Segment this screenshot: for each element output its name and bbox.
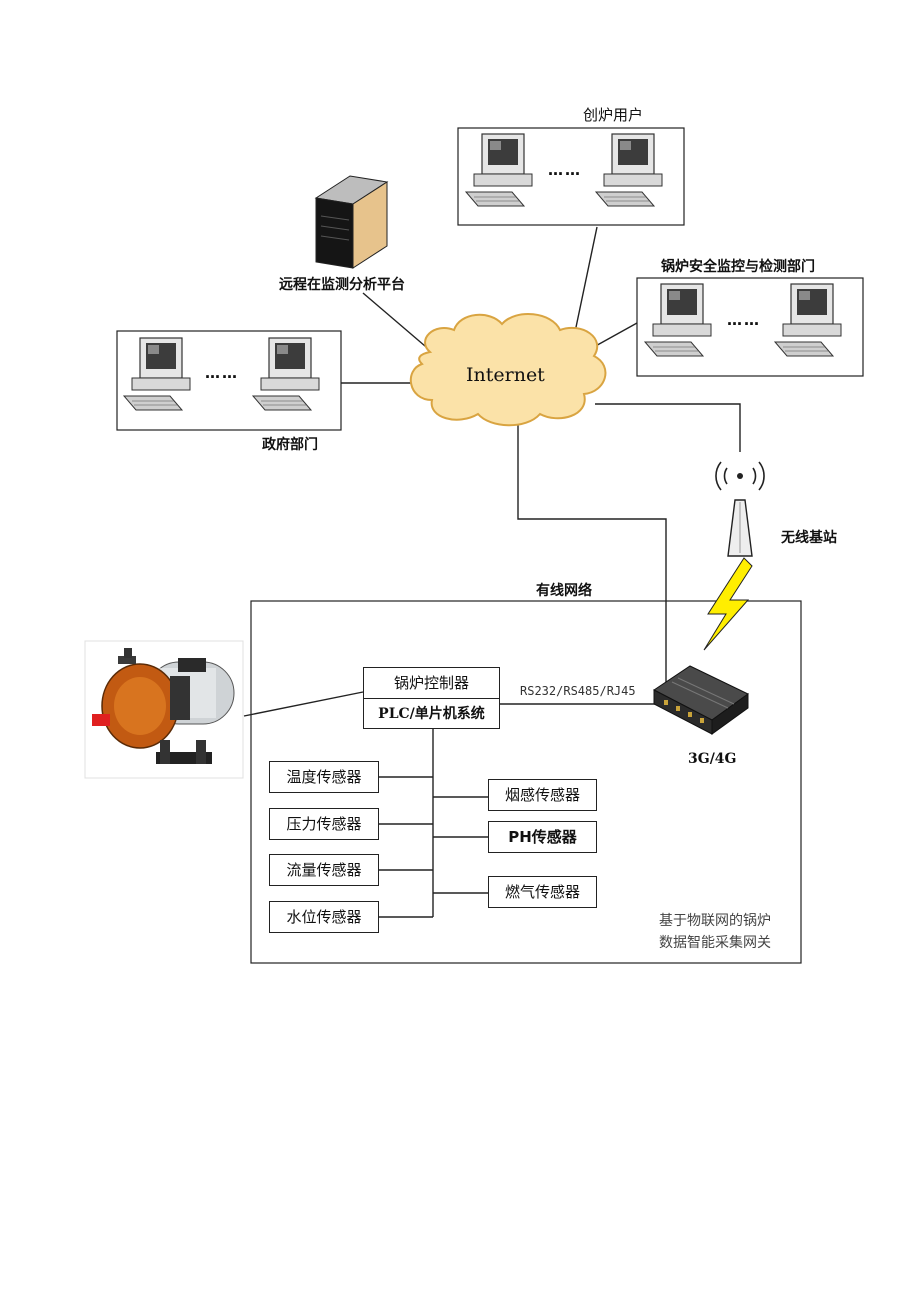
boiler-controller-label: 锅炉控制器 xyxy=(364,668,499,699)
safety-link xyxy=(591,322,638,349)
gov-dept-box xyxy=(116,330,342,431)
gateway-device-label: 3G/4G xyxy=(688,751,737,767)
safety-dept-box xyxy=(636,277,864,377)
wired-network-label: 有线网络 xyxy=(536,583,592,599)
desktop-computer-icon xyxy=(644,283,712,357)
boiler-link xyxy=(243,691,364,717)
internet-label: Internet xyxy=(466,364,545,386)
users-group-label: 创炉用户 xyxy=(583,106,644,124)
gov-ellipsis: …… xyxy=(205,364,239,382)
boiler-icon xyxy=(84,640,244,779)
server-tower-icon xyxy=(314,175,389,269)
sensor-smoke: 烟感传感器 xyxy=(488,779,597,811)
plc-system-label: PLC/单片机系统 xyxy=(378,706,485,722)
gateway-frame xyxy=(250,600,802,964)
sensor-flow: 流量传感器 xyxy=(269,854,379,886)
sensor-water-level: 水位传感器 xyxy=(269,901,379,933)
users-group-box xyxy=(457,127,685,226)
gateway-desc-line1: 基于物联网的锅炉 xyxy=(659,913,771,929)
wireless-link xyxy=(595,403,741,452)
interface-label: RS232/RS485/RJ45 xyxy=(520,684,636,698)
antenna-tower-icon xyxy=(715,461,765,557)
sensor-ph: PH传感器 xyxy=(488,821,597,853)
safety-ellipsis: …… xyxy=(727,311,761,329)
desktop-computer-icon xyxy=(774,283,842,357)
cloud-icon xyxy=(409,312,607,427)
sensor-pressure: 压力传感器 xyxy=(269,808,379,840)
users-ellipsis: …… xyxy=(548,161,582,179)
controller-box: 锅炉控制器 PLC/单片机系统 xyxy=(363,667,500,729)
remote-platform-label: 远程在监测分析平台 xyxy=(279,277,405,293)
safety-dept-label: 锅炉安全监控与检测部门 xyxy=(661,259,815,275)
desktop-computer-icon xyxy=(123,337,191,411)
desktop-computer-icon xyxy=(465,133,533,207)
desktop-computer-icon xyxy=(595,133,663,207)
gov-dept-label: 政府部门 xyxy=(262,437,318,453)
router-device-icon xyxy=(653,665,749,735)
base-station-label: 无线基站 xyxy=(781,530,837,546)
lightning-icon xyxy=(703,557,753,651)
server-link xyxy=(362,292,433,353)
connection-lines xyxy=(243,226,741,918)
sensor-temperature: 温度传感器 xyxy=(269,761,379,793)
users-link xyxy=(574,226,598,333)
desktop-computer-icon xyxy=(252,337,320,411)
sensor-gas: 燃气传感器 xyxy=(488,876,597,908)
gateway-desc-line2: 数据智能采集网关 xyxy=(659,935,771,951)
wired-link xyxy=(517,422,667,682)
